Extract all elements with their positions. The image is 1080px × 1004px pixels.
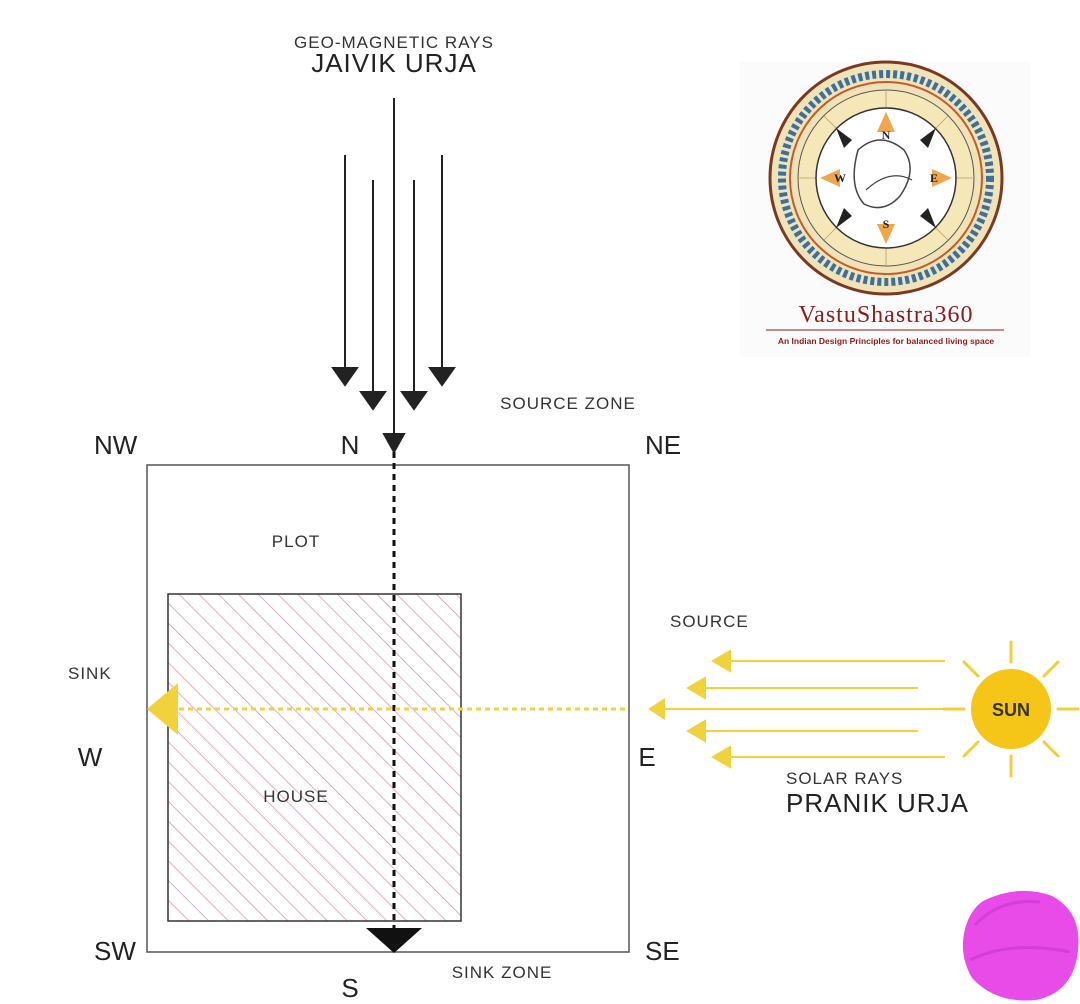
- geo-magnetic-caption: GEO-MAGNETIC RAYS: [294, 33, 494, 52]
- pranik-urja-caption: PRANIK URJA: [786, 788, 969, 818]
- east-entry-arrowhead: [648, 698, 665, 720]
- solar-rays-caption: SOLAR RAYS: [786, 769, 903, 788]
- direction-n: N: [341, 430, 360, 460]
- house-area: [167, 593, 462, 922]
- jaivik-urja-caption: JAIVIK URJA: [311, 48, 477, 78]
- source-zone-label: SOURCE ZONE: [500, 394, 636, 413]
- south-sink-arrowhead: [366, 928, 422, 953]
- sink-label: SINK: [68, 664, 112, 683]
- geo-magnetic-arrows: [331, 98, 456, 455]
- geo-ray-center-head: [382, 433, 406, 455]
- source-label: SOURCE: [670, 612, 749, 631]
- direction-s: S: [341, 973, 358, 1003]
- logo-compass-s: S: [883, 217, 890, 231]
- geo-ray-4-head: [428, 367, 456, 387]
- direction-nw: NW: [94, 430, 138, 460]
- direction-e: E: [638, 742, 655, 772]
- vastushastra-logo: N E S W VastuShastra360 An Indian Design…: [740, 60, 1030, 357]
- plot-boundary: [146, 464, 630, 953]
- logo-compass-e: E: [930, 171, 938, 185]
- solar-ray-4-head: [686, 719, 706, 743]
- direction-se: SE: [645, 936, 680, 966]
- logo-compass-n: N: [882, 128, 891, 142]
- direction-w: W: [78, 742, 103, 772]
- solar-ray-5-head: [711, 745, 731, 769]
- magenta-scribble: [962, 890, 1079, 1001]
- vastu-purusha-figure: [853, 139, 911, 209]
- logo-title: VastuShastra360: [799, 302, 974, 328]
- direction-ne: NE: [645, 430, 681, 460]
- solar-ray-2-head: [686, 676, 706, 700]
- logo-compass-w: W: [834, 171, 846, 185]
- geo-ray-3-head: [400, 391, 428, 411]
- logo-tagline: An Indian Design Principles for balanced…: [778, 336, 995, 346]
- geo-ray-1-head: [331, 367, 359, 387]
- solar-ray-arrows: [665, 649, 945, 769]
- sun-icon: SUN: [942, 640, 1080, 778]
- solar-ray-1-head: [711, 649, 731, 673]
- sink-zone-label: SINK ZONE: [452, 963, 553, 982]
- geo-ray-2-head: [359, 391, 387, 411]
- sun-label: SUN: [992, 700, 1030, 720]
- house-label: HOUSE: [263, 787, 328, 806]
- plot-label: PLOT: [272, 532, 320, 551]
- direction-sw: SW: [94, 936, 136, 966]
- west-sink-arrowhead: [147, 683, 178, 735]
